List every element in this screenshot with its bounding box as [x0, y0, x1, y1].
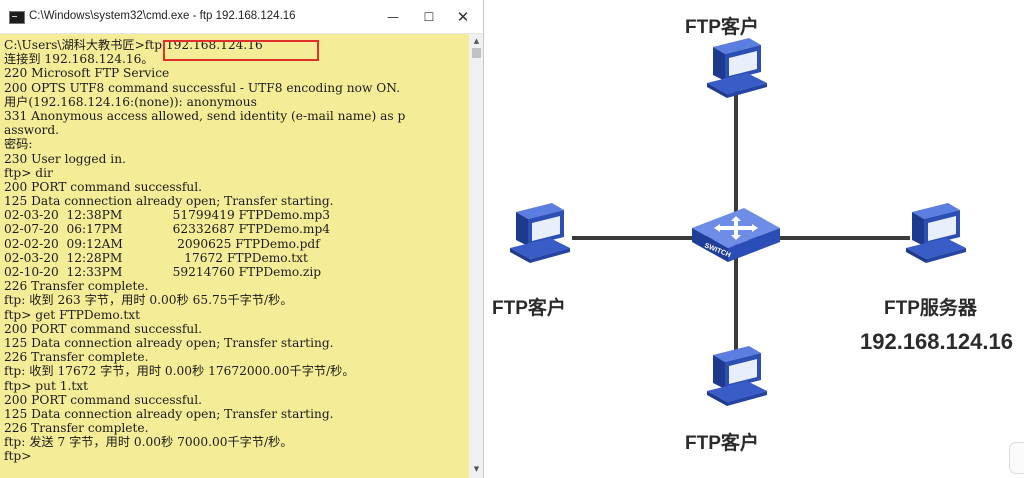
console-line: 02-03-20 12:28PM 17672 FTPDemo.txt [4, 250, 308, 265]
console-line: ftp: 发送 7 字节，用时 0.00秒 7000.00千字节/秒。 [4, 435, 293, 450]
console-line: 02-10-20 12:33PM 59214760 FTPDemo.zip [4, 265, 322, 279]
console-line: 02-02-20 09:12AM 2090625 FTPDemo.pdf [4, 236, 320, 251]
server-ip-label: 192.168.124.16 [860, 329, 1013, 354]
maximize-button[interactable]: ☐ [423, 10, 435, 24]
console-app-icon [9, 11, 25, 24]
server-label: FTP服务器 [884, 298, 977, 319]
console-line: 200 PORT command successful. [4, 392, 202, 407]
scroll-thumb[interactable] [472, 48, 481, 58]
switch-icon: SWITCH [692, 208, 780, 262]
client-label-left: FTP客户 [492, 298, 566, 319]
console-line: 连接到 192.168.124.16。 [4, 52, 154, 67]
client-computer-top-icon [707, 38, 767, 98]
scroll-down-arrow-icon[interactable]: ▼ [473, 465, 480, 473]
console-line: 02-07-20 06:17PM 62332687 FTPDemo.mp4 [4, 222, 331, 237]
console-line: C:\Users\湖科大教书匠>ftp 192.168.124.16 [4, 38, 263, 52]
console-line: 200 OPTS UTF8 command successful - UTF8 … [4, 80, 401, 95]
client-computer-left-icon [510, 203, 570, 263]
console-line: 用户(192.168.124.16:(none)): anonymous [4, 94, 257, 109]
console-line: 02-03-20 12:38PM 51799419 FTPDemo.mp3 [4, 208, 331, 223]
console-line: 125 Data connection already open; Transf… [4, 335, 334, 350]
client-label-top: FTP客户 [685, 17, 759, 38]
console-line: 200 PORT command successful. [4, 179, 202, 194]
scroll-up-arrow-icon[interactable]: ▲ [473, 37, 480, 45]
server-computer-icon [906, 203, 966, 263]
corner-scroll-widget[interactable] [1009, 442, 1024, 474]
console-line: 220 Microsoft FTP Service [4, 66, 170, 81]
window-title: C:\Windows\system32\cmd.exe - ftp 192.16… [29, 10, 296, 22]
client-computer-bottom-icon [707, 346, 767, 406]
cmd-window[interactable]: C:\Windows\system32\cmd.exe - ftp 192.16… [0, 0, 484, 478]
title-bar[interactable]: C:\Windows\system32\cmd.exe - ftp 192.16… [0, 0, 483, 34]
vertical-scrollbar[interactable]: ▲ ▼ [469, 34, 483, 478]
console-line: ftp> get FTPDemo.txt [4, 307, 141, 322]
console-line: ftp> put 1.txt [4, 378, 89, 393]
console-line: 226 Transfer complete. [4, 421, 149, 436]
close-button[interactable]: ✕ [456, 8, 470, 26]
console-line: 226 Transfer complete. [4, 350, 149, 365]
network-topology-svg: SWITCH [510, 38, 966, 406]
client-label-bottom: FTP客户 [685, 433, 759, 454]
console-line: 331 Anonymous access allowed, send ident… [4, 108, 406, 123]
console-line: 230 User logged in. [4, 151, 126, 166]
minimize-button[interactable]: — [387, 10, 399, 24]
network-diagram: SWITCH FTP客户 FTP客户 FTP客户 FTP服务器 192.168.… [484, 0, 1024, 478]
console-line: 密码: [4, 137, 33, 152]
console-line: assword. [4, 123, 60, 138]
console-line: ftp> [4, 449, 32, 464]
console-line: 125 Data connection already open; Transf… [4, 194, 334, 209]
console-line: ftp: 收到 17672 字节，用时 0.00秒 17672000.00千字节… [4, 364, 355, 379]
console-line: ftp> dir [4, 165, 53, 180]
console-line: 200 PORT command successful. [4, 321, 202, 336]
console-line: ftp: 收到 263 字节，用时 0.00秒 65.75千字节/秒。 [4, 293, 293, 308]
console-line: 226 Transfer complete. [4, 279, 149, 294]
console-line: 125 Data connection already open; Transf… [4, 406, 334, 421]
